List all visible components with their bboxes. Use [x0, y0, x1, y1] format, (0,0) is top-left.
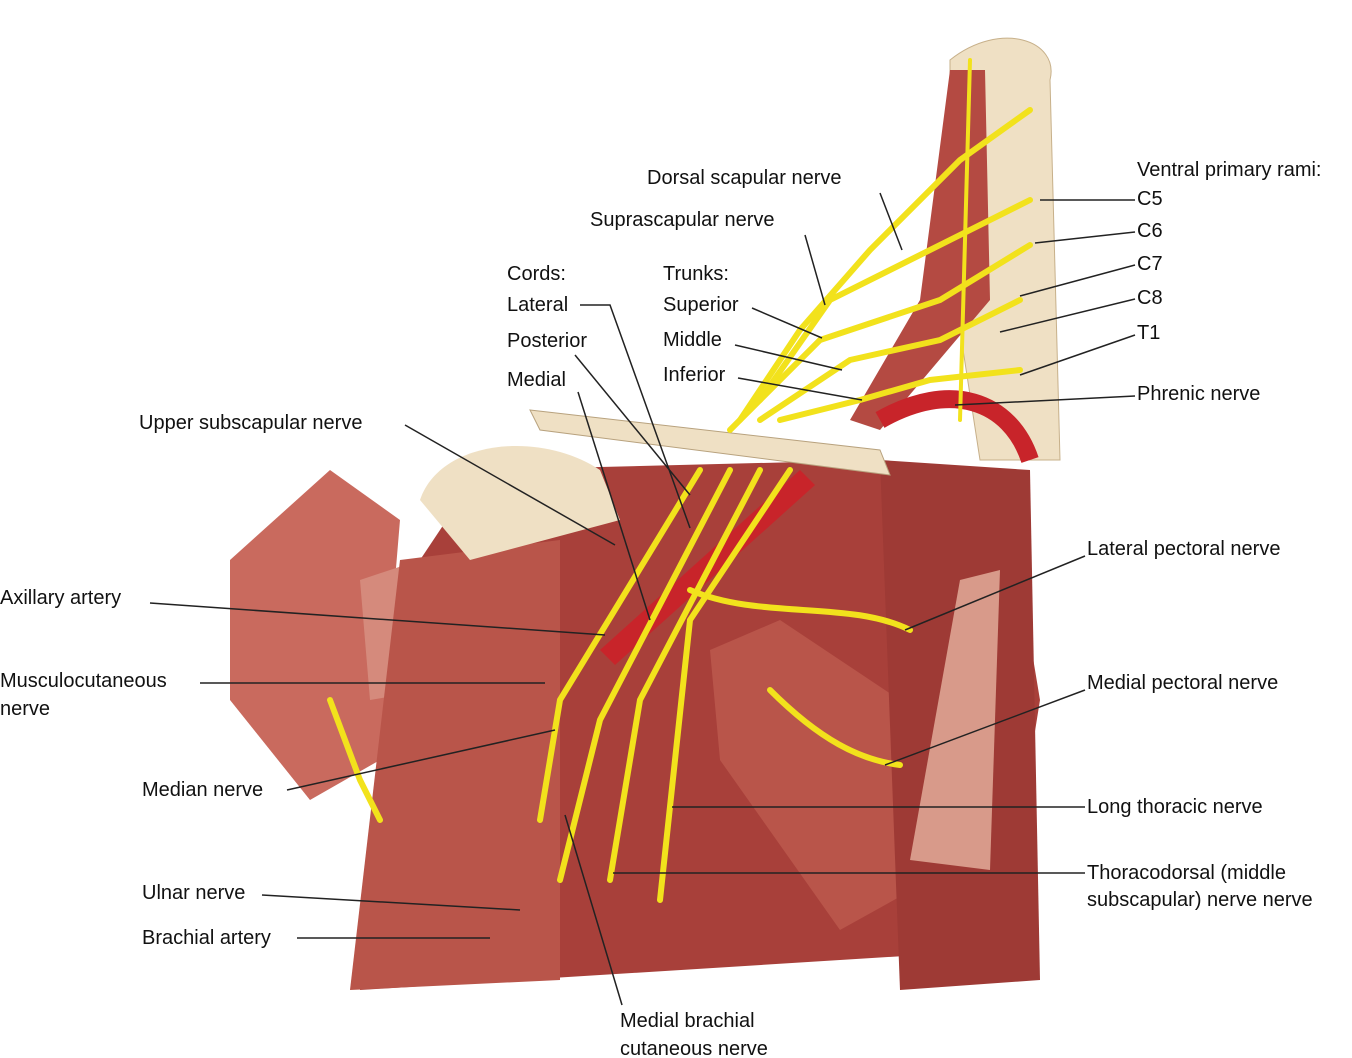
- label-cord-medial: Medial: [507, 369, 566, 391]
- label-thoracodorsal-line2: subscapular) nerve nerve: [1087, 889, 1313, 911]
- label-cord-lateral: Lateral: [507, 294, 569, 316]
- leader-suprascapular: [804, 234, 826, 306]
- label-medial-brachial-line2: cutaneous nerve: [620, 1038, 768, 1058]
- label-rami-heading: Ventral primary rami:: [1137, 159, 1322, 181]
- leader-t1: [1019, 334, 1136, 376]
- label-axillary-artery: Axillary artery: [0, 587, 122, 609]
- label-trunk-superior: Superior: [663, 294, 739, 316]
- label-c7: C7: [1137, 253, 1163, 275]
- leader-cord-lateral: [580, 304, 691, 529]
- label-dorsal-scapular-nerve: Dorsal scapular nerve: [647, 167, 842, 189]
- arm-muscle: [350, 540, 560, 990]
- pectoralis-minor: [710, 620, 930, 930]
- label-ulnar-nerve: Ulnar nerve: [142, 882, 246, 904]
- leader-upper-subscapular: [404, 424, 616, 546]
- leader-medial-brachial: [564, 814, 623, 1006]
- leader-cord-medial: [577, 391, 651, 621]
- label-c6: C6: [1137, 220, 1163, 242]
- leader-trunk-middle: [734, 344, 843, 371]
- label-musculocutaneous-line1: Musculocutaneous: [0, 670, 167, 692]
- leader-axillary-artery: [149, 602, 606, 636]
- subclavian-artery: [875, 390, 1039, 464]
- label-cords-heading: Cords:: [507, 263, 566, 285]
- shoulder-head: [420, 446, 620, 560]
- leader-trunk-inferior: [737, 377, 863, 401]
- label-c8: C8: [1137, 287, 1163, 309]
- label-medial-brachial-line1: Medial brachial: [620, 1010, 755, 1032]
- label-thoracodorsal-line1: Thoracodorsal (middle: [1087, 862, 1286, 884]
- label-brachial-artery: Brachial artery: [142, 927, 271, 949]
- label-lateral-pectoral-nerve: Lateral pectoral nerve: [1087, 538, 1281, 560]
- leader-ulnar: [261, 894, 521, 911]
- label-trunk-middle: Middle: [663, 329, 722, 351]
- leader-dorsal-scapular: [879, 192, 903, 251]
- label-median-nerve: Median nerve: [142, 779, 264, 801]
- label-suprascapular-nerve: Suprascapular nerve: [590, 209, 775, 231]
- scalene-muscles: [850, 70, 990, 430]
- label-trunk-inferior: Inferior: [663, 364, 726, 386]
- deltoid-flap: [230, 470, 400, 800]
- sternal-edge: [910, 570, 1000, 870]
- leader-c7: [1019, 264, 1136, 297]
- label-cord-posterior: Posterior: [507, 330, 588, 352]
- label-long-thoracic-nerve: Long thoracic nerve: [1087, 796, 1263, 818]
- label-phrenic-nerve: Phrenic nerve: [1137, 383, 1261, 405]
- leader-cord-posterior: [574, 354, 691, 496]
- leader-medial-pectoral: [884, 689, 1086, 766]
- leader-c8: [999, 298, 1136, 333]
- clavicle: [529, 409, 891, 476]
- label-t1: T1: [1137, 322, 1161, 344]
- leader-c6: [1034, 231, 1136, 244]
- label-trunks-heading: Trunks:: [663, 263, 729, 285]
- label-medial-pectoral-nerve: Medial pectoral nerve: [1087, 672, 1279, 694]
- leader-median: [286, 729, 556, 791]
- label-c5: C5: [1137, 188, 1163, 210]
- leader-lateral-pectoral: [904, 555, 1086, 631]
- leader-phrenic: [954, 395, 1136, 406]
- label-upper-subscapular-nerve: Upper subscapular nerve: [139, 412, 363, 434]
- leader-trunk-superior: [751, 307, 823, 339]
- label-musculocutaneous-line2: nerve: [0, 698, 51, 720]
